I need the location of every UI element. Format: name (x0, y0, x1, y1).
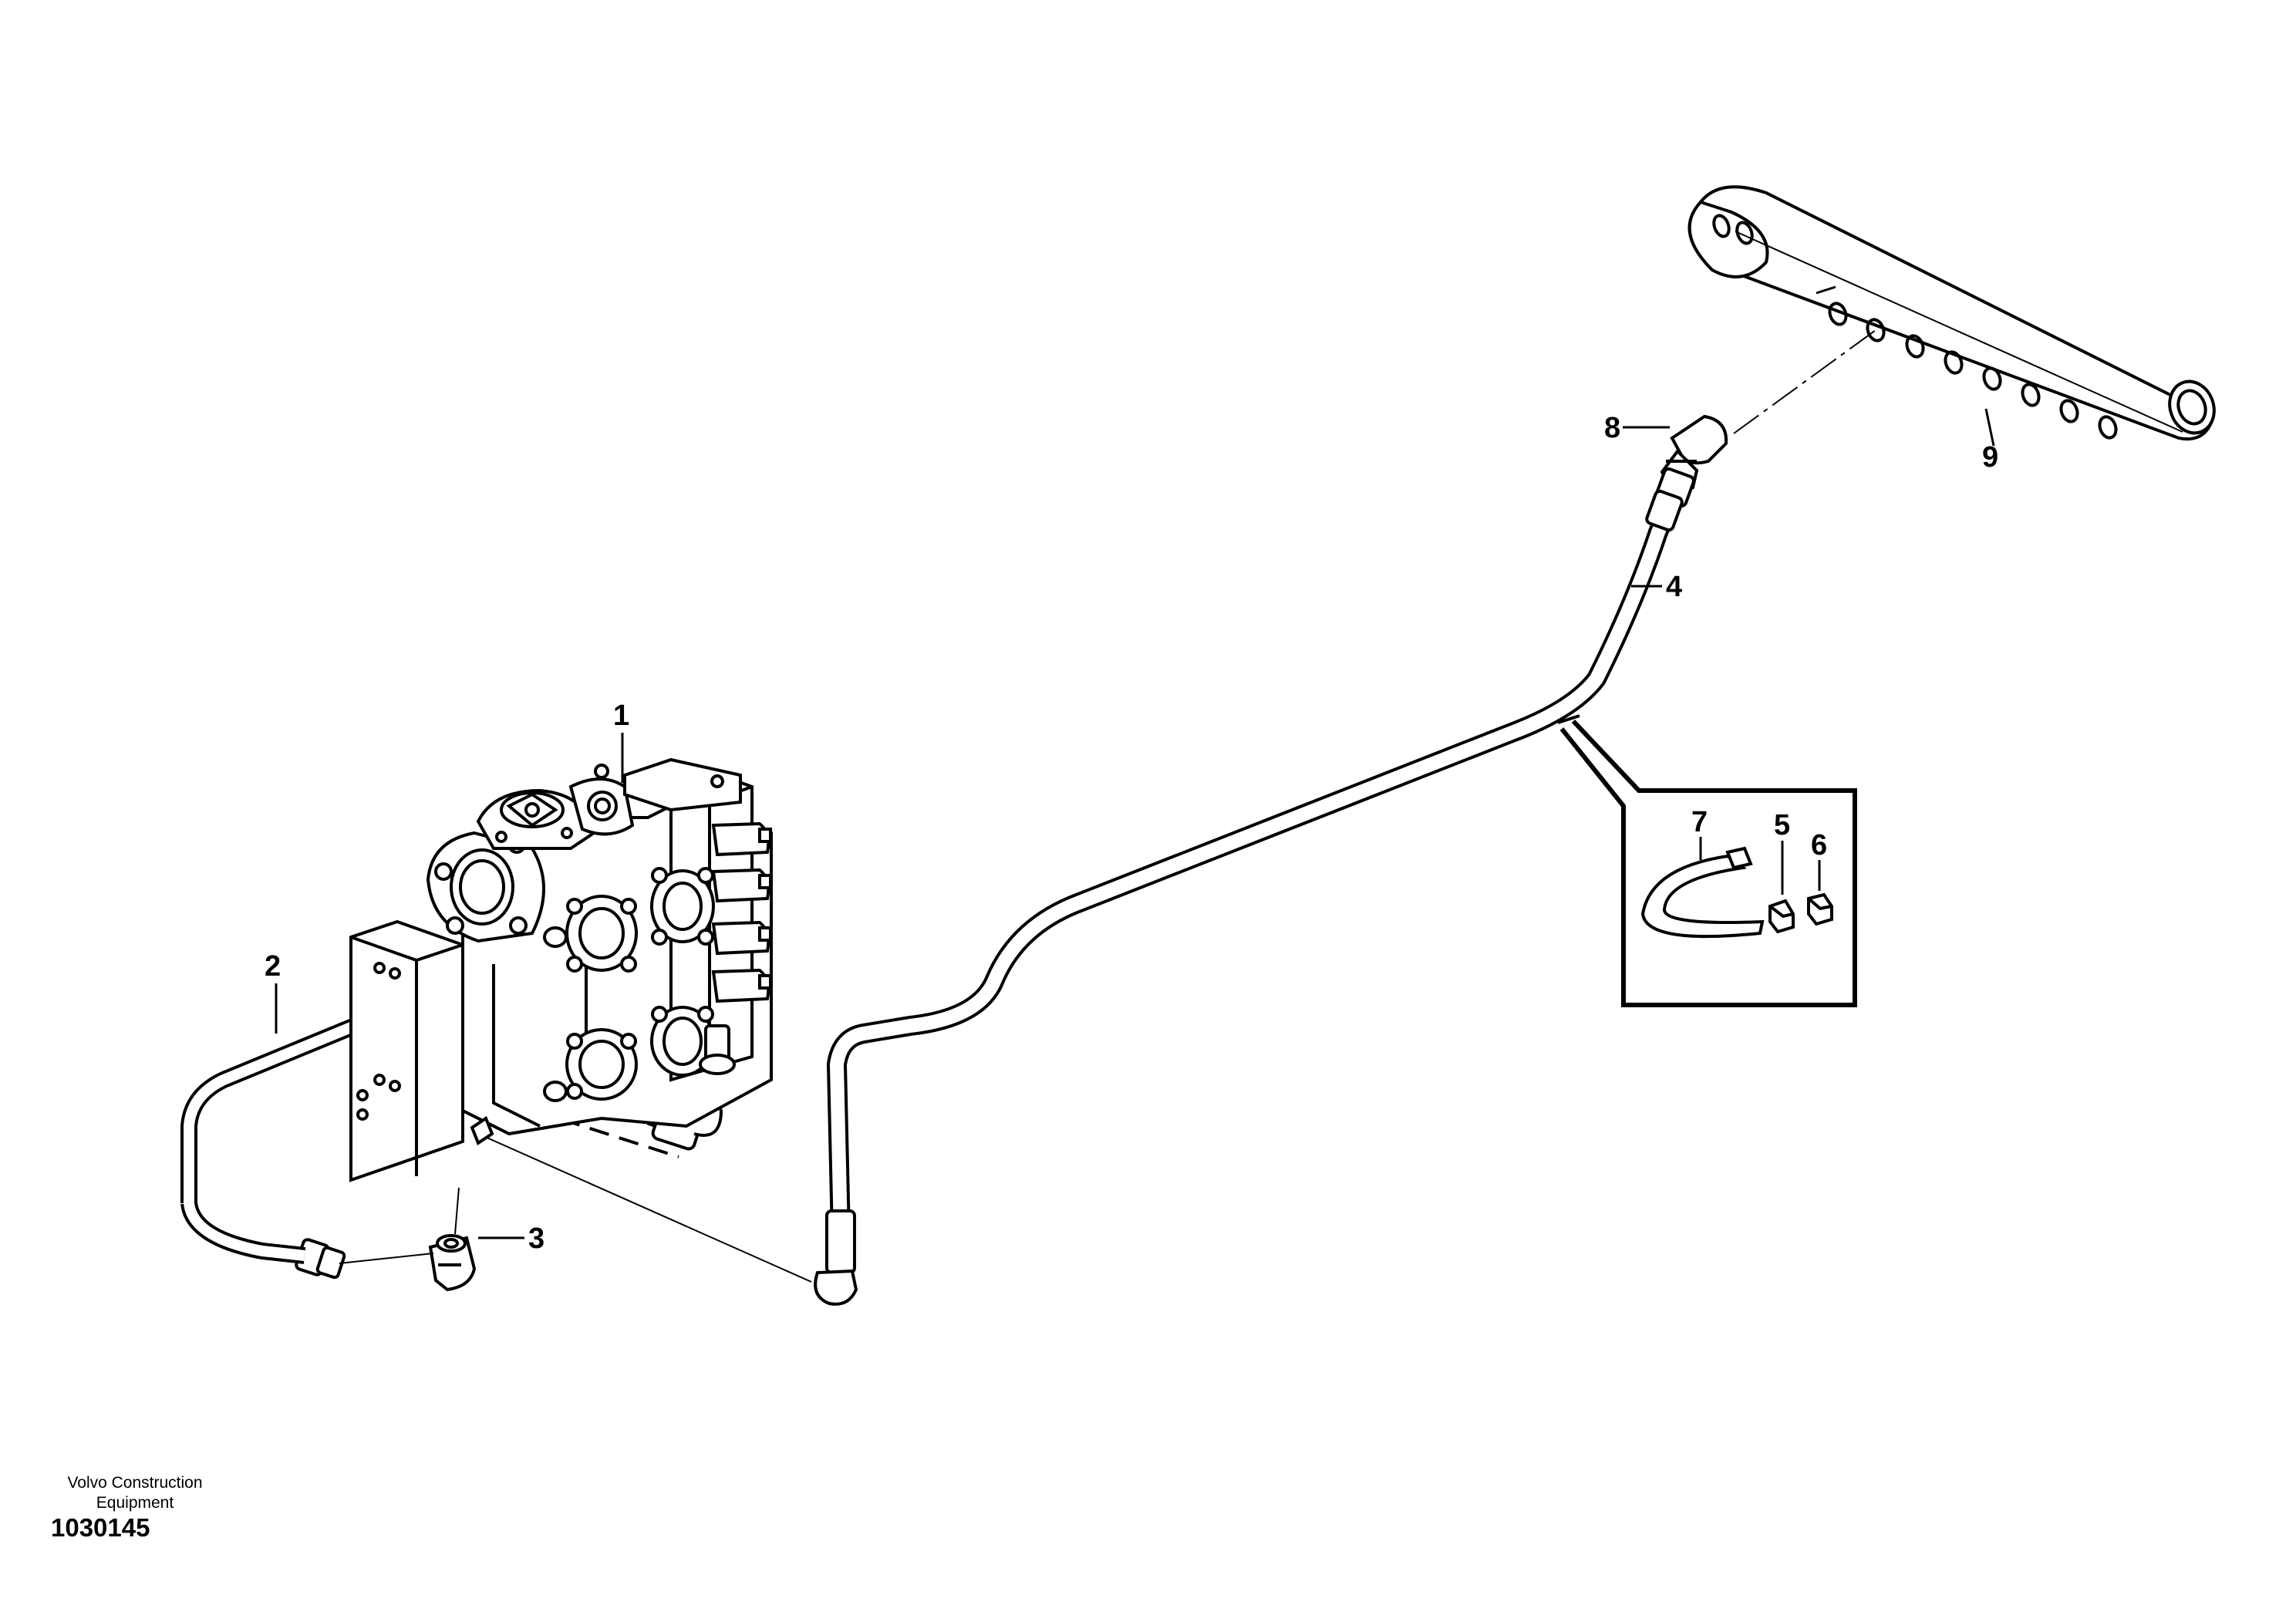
callout-5: 5 (1774, 809, 1790, 841)
assembly-centerline (1733, 329, 1876, 434)
cable-tie-part-7 (1640, 846, 1765, 939)
callout-9: 9 (1982, 441, 1998, 474)
company-name-line2: Equipment (96, 1494, 174, 1512)
callout-3: 3 (528, 1222, 544, 1255)
elbow-fitting-part-3 (428, 1234, 477, 1292)
company-name-line1: Volvo Construction (67, 1474, 203, 1492)
clip-part-5 (1768, 899, 1795, 934)
clip-part-6 (1807, 892, 1833, 926)
figure-number: 1030145 (51, 1513, 150, 1542)
detail-callout (1557, 714, 1857, 1007)
leader-lines (275, 408, 1995, 1239)
hose-part-4 (814, 467, 1695, 1306)
callout-1: 1 (613, 700, 629, 732)
callout-4: 4 (1666, 571, 1682, 603)
connection-line (477, 1133, 812, 1283)
callout-7: 7 (1691, 806, 1708, 838)
connection-line (454, 1187, 460, 1235)
callout-6: 6 (1811, 829, 1827, 862)
callout-8: 8 (1604, 412, 1620, 444)
control-valve-part-1 (349, 757, 773, 1182)
connection-line (339, 1253, 434, 1264)
company-caption: Volvo Construction Equipment (31, 1473, 239, 1513)
manifold-pipe (1687, 185, 2216, 441)
callout-2: 2 (265, 950, 281, 983)
